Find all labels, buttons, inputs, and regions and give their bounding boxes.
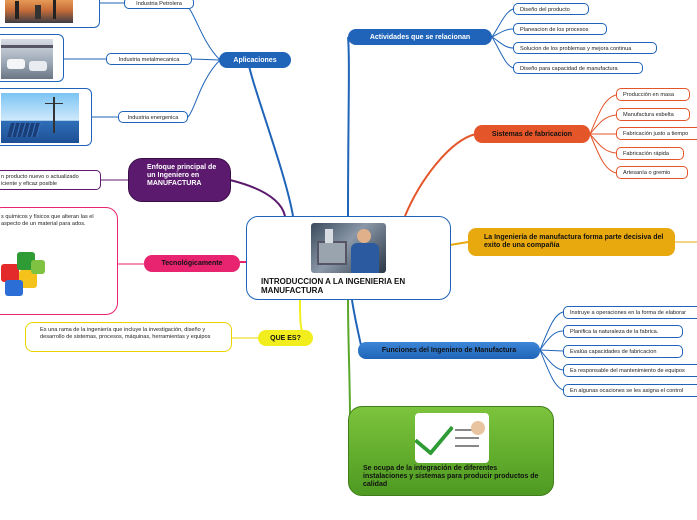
sistemas-item-artesania[interactable]: Artesanía o gremio xyxy=(616,166,688,179)
que-es-node[interactable]: QUE ES? xyxy=(258,330,313,346)
que-es-leaf[interactable]: Es una rama de la ingeniería que incluye… xyxy=(25,322,232,352)
sistemas-item-justo-a-tiempo[interactable]: Fabricación justo a tiempo xyxy=(616,127,697,140)
aplicaciones-item-petrolera[interactable]: Industria Petrolera xyxy=(124,0,194,9)
actividades-item-planeacion[interactable]: Planeacion de los procesos xyxy=(513,23,607,35)
car-factory-photo xyxy=(1,39,53,79)
sistemas-item-masa[interactable]: Producción en masa xyxy=(616,88,690,101)
enfoque-label: Enfoque principal de un Ingeniero en MAN… xyxy=(147,164,217,187)
sistemas-item-esbelta[interactable]: Manufactura esbelta xyxy=(616,108,690,121)
la-ingenieria-node[interactable]: La Ingeniería de manufactura forma parte… xyxy=(468,228,675,256)
actividades-item-capacidad[interactable]: Diseño para capacidad de manufactura xyxy=(513,62,643,74)
funciones-node[interactable]: Funciones del Ingeniero de Manufactura xyxy=(358,342,540,359)
tecnologicamente-text: s químicos y físicos que alteran las el … xyxy=(1,214,94,227)
factory-photo xyxy=(5,0,73,23)
central-topic[interactable]: INTRODUCCION A LA INGENIERIA EN MANUFACT… xyxy=(246,216,451,300)
enfoque-node[interactable]: Enfoque principal de un Ingeniero en MAN… xyxy=(128,158,231,202)
enfoque-leaf[interactable]: n producto nuevo o actualizado iciente y… xyxy=(0,170,101,190)
ocupa-label: Se ocupa de la integración de diferentes… xyxy=(363,465,539,488)
tecnologicamente-leaf[interactable]: s químicos y físicos que alteran las el … xyxy=(0,207,118,315)
factory-photo-card xyxy=(0,0,100,28)
aplicaciones-item-metalmecanica[interactable]: Industria metalmecanica xyxy=(106,53,192,65)
funciones-item-mantenimiento[interactable]: Es responsable del mantenimiento de equi… xyxy=(563,364,697,377)
car-factory-photo-card xyxy=(0,34,64,82)
aplicaciones-item-energenica[interactable]: Industria energenica xyxy=(118,111,188,123)
funciones-item-planifica[interactable]: Planifica la naturaleza de la fabrica. xyxy=(563,325,683,338)
sistemas-item-rapida[interactable]: Fabricación rápida xyxy=(616,147,684,160)
funciones-item-evalua[interactable]: Evalúa capacidades de fabricacion xyxy=(563,345,683,358)
machinist-photo xyxy=(311,223,386,273)
puzzle-icon xyxy=(1,252,47,298)
sistemas-node[interactable]: Sistemas de fabricacion xyxy=(474,125,590,143)
solar-power-photo xyxy=(1,93,79,143)
tecnologicamente-node[interactable]: Tecnológicamente xyxy=(144,255,240,272)
ocupa-node[interactable]: Se ocupa de la integración de diferentes… xyxy=(348,406,554,496)
central-title: INTRODUCCION A LA INGENIERIA EN MANUFACT… xyxy=(261,277,406,295)
checklist-icon xyxy=(414,413,489,463)
funciones-item-instruye[interactable]: Instruye a operaciones en la forma de el… xyxy=(563,306,697,319)
actividades-node[interactable]: Actividades que se relacionan xyxy=(348,29,492,45)
actividades-item-solucion[interactable]: Solucion de los problemas y mejora conti… xyxy=(513,42,657,54)
actividades-item-diseno[interactable]: Diseño del producto xyxy=(513,3,589,15)
funciones-item-control[interactable]: En algunas ocaciones se les asigna el co… xyxy=(563,384,697,397)
aplicaciones-node[interactable]: Aplicaciones xyxy=(219,52,291,68)
solar-power-photo-card xyxy=(0,88,92,146)
la-ingenieria-label: La Ingeniería de manufactura forma parte… xyxy=(484,234,664,249)
